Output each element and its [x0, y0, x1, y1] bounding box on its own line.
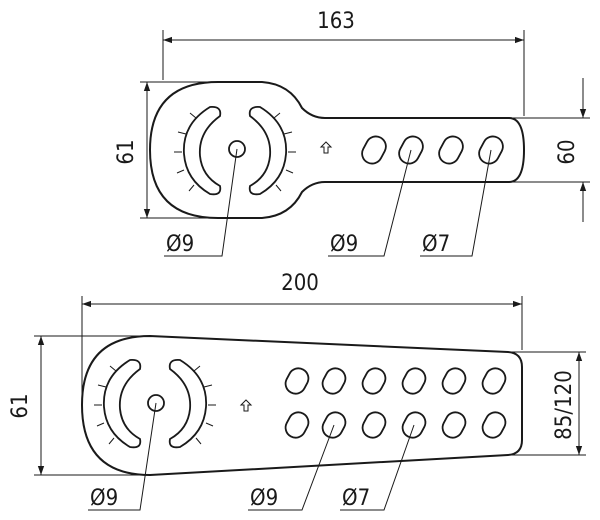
top-slot9-label: Ø9	[330, 232, 358, 257]
bottom-slot9-leader	[248, 424, 335, 511]
bottom-slot7-leader	[340, 424, 415, 511]
bottom-slot	[321, 367, 347, 395]
top-center-hole-label: Ø9	[166, 232, 194, 257]
top-part: 163 61 60 Ø9 Ø9 Ø7	[114, 9, 590, 257]
top-arm-height-label: 60	[555, 139, 580, 164]
bottom-slot	[481, 411, 507, 439]
bottom-center-hole-leader	[88, 402, 157, 511]
bottom-slot	[481, 367, 507, 395]
bottom-right-curved-slot	[168, 359, 216, 449]
top-slot	[438, 135, 464, 165]
top-slot7-leader	[420, 149, 492, 257]
bottom-slot7-label: Ø7	[342, 486, 370, 511]
bottom-slot	[284, 367, 310, 395]
top-arrow-symbol	[319, 141, 333, 154]
bottom-arrow-symbol	[239, 399, 253, 412]
bottom-slot	[361, 411, 387, 439]
bottom-slot	[284, 411, 310, 439]
top-left-curved-slot	[174, 106, 222, 196]
top-slot	[361, 135, 387, 165]
bottom-slot	[441, 411, 467, 439]
top-right-curved-slot	[248, 106, 296, 196]
bottom-center-hole-label: Ø9	[90, 486, 118, 511]
bottom-slot	[361, 367, 387, 395]
bottom-left-curved-slot	[94, 359, 142, 449]
top-part-outline	[148, 81, 526, 219]
top-slot7-label: Ø7	[422, 232, 450, 257]
top-center-hole-leader	[164, 148, 238, 257]
bottom-slot	[401, 367, 427, 395]
bottom-slot	[441, 367, 467, 395]
bottom-width-label: 200	[281, 271, 319, 296]
top-slot9-leader	[328, 149, 412, 257]
top-height-label: 61	[114, 139, 139, 164]
bottom-right-height-label: 85/120	[552, 370, 577, 440]
top-width-label: 163	[317, 9, 355, 34]
bottom-height-label: 61	[8, 393, 33, 418]
bottom-slot9-label: Ø9	[250, 486, 278, 511]
bottom-part: 200 61 85/120 Ø9 Ø9 Ø7	[8, 271, 586, 511]
